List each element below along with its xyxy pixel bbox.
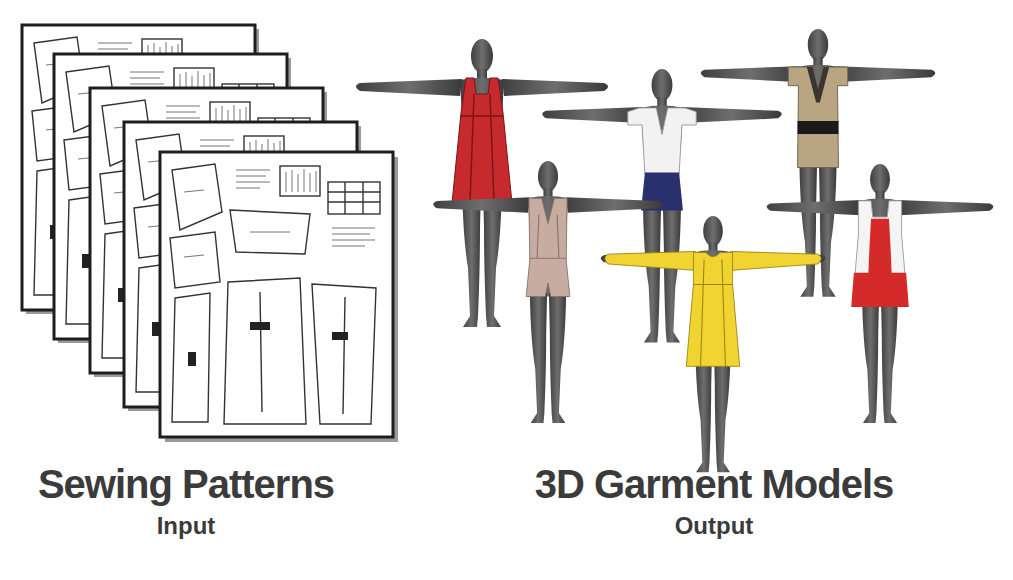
section-subheading: Output [520,512,908,540]
pattern-sheets [22,25,398,442]
section-subheading: Input [0,512,372,540]
mannequin-yellow-dress [601,216,825,472]
section-heading: Sewing Patterns [0,462,372,507]
mannequin-red-dress [356,39,608,327]
mannequin-red-white-dress [767,164,994,423]
section-heading: 3D Garment Models [520,462,908,507]
mannequin-romper [433,161,662,423]
